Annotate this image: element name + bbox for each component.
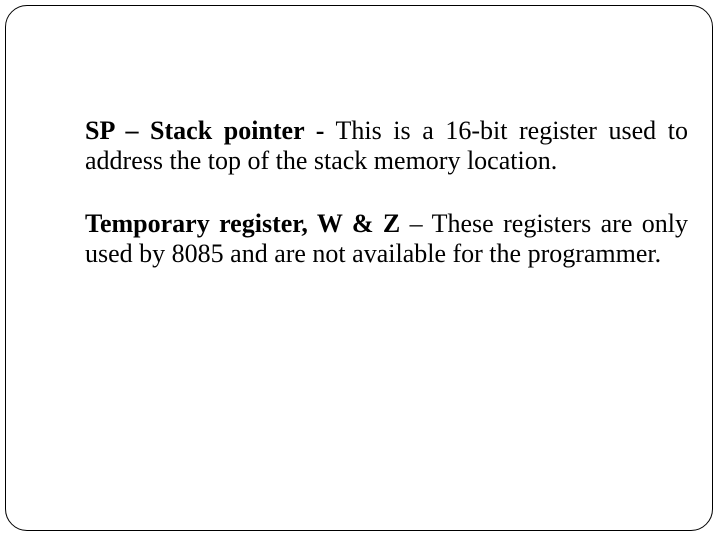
stack-pointer-description: This is a 16-bit register used to addres… [85,116,688,175]
stack-pointer-paragraph: SP – Stack pointer - This is a 16-bit re… [85,116,688,176]
temporary-register-paragraph: Temporary register, W & Z – These regist… [85,209,688,269]
temporary-register-term: Temporary register, W & Z [85,209,401,238]
stack-pointer-term: SP – Stack pointer - [85,116,325,145]
slide-content: SP – Stack pointer - This is a 16-bit re… [85,116,688,269]
slide-frame: SP – Stack pointer - This is a 16-bit re… [5,5,713,531]
temporary-register-description: – These registers are only used by 8085 … [85,209,689,268]
